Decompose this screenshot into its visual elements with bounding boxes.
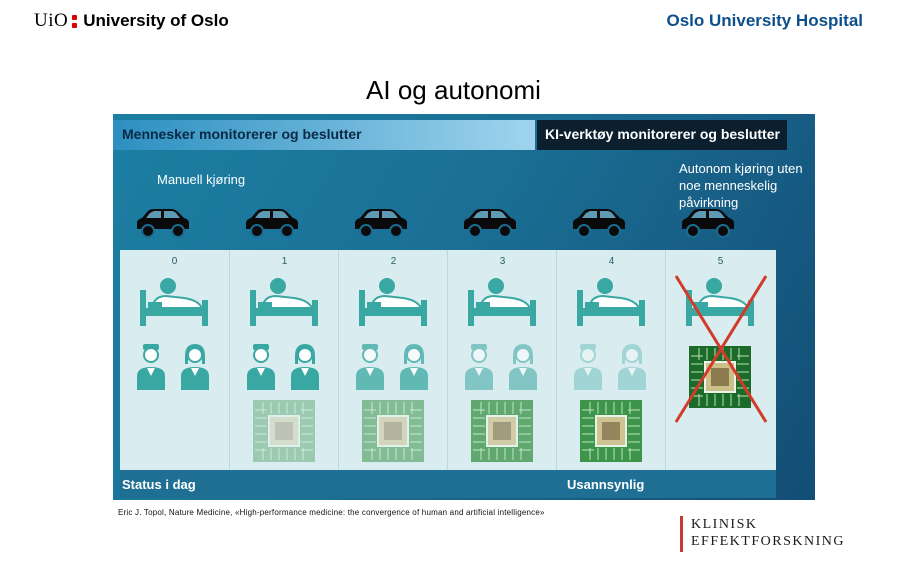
ai-banner: KI-verktøy monitorerer og beslutter xyxy=(537,120,787,150)
clinician-icon xyxy=(353,342,387,390)
level-column: 5 xyxy=(665,250,775,470)
ai-chip-icon xyxy=(580,400,642,462)
status-unlikely-label: Usannsynlig xyxy=(567,477,645,492)
ai-chip-icon xyxy=(689,346,751,408)
car-icon xyxy=(569,207,627,239)
logo-line-2: EFFEKTFORSKNING xyxy=(691,534,845,549)
clinician-icon xyxy=(134,342,168,390)
clinician-icon xyxy=(244,342,278,390)
clinician-icon xyxy=(462,342,496,390)
autonomy-figure: Mennesker monitorerer og beslutter KI-ve… xyxy=(113,114,815,500)
citation: Eric J. Topol, Nature Medicine, «High-pe… xyxy=(118,508,545,517)
patient-bed-icon xyxy=(466,276,538,328)
clinician-icon xyxy=(571,342,605,390)
nurse-icon xyxy=(397,342,431,390)
hospital-logo: Oslo University Hospital xyxy=(666,11,864,30)
patient-bed-icon xyxy=(575,276,647,328)
ai-banner-label: KI-verktøy monitorerer og beslutter xyxy=(545,126,780,142)
level-column: 2 xyxy=(338,250,448,470)
nurse-icon xyxy=(506,342,540,390)
level-number: 1 xyxy=(281,256,288,267)
level-number: 5 xyxy=(717,256,724,267)
car-icon xyxy=(460,207,518,239)
level-column: 1 xyxy=(229,250,339,470)
manual-driving-label: Manuell kjøring xyxy=(157,172,246,187)
level-number: 4 xyxy=(608,256,615,267)
logo-line-1: KLINISK xyxy=(691,517,758,532)
human-banner-label: Mennesker monitorerer og beslutter xyxy=(122,126,362,142)
car-icon xyxy=(678,207,736,239)
car-icon xyxy=(242,207,300,239)
level-number: 2 xyxy=(390,256,397,267)
status-bar: Status i dag Usannsynlig xyxy=(120,470,776,498)
ai-chip-icon xyxy=(253,400,315,462)
nurse-icon xyxy=(288,342,322,390)
uio-mark: UiO xyxy=(34,10,69,31)
level-number: 3 xyxy=(499,256,506,267)
level-column: 3 xyxy=(447,250,557,470)
level-column: 4 xyxy=(556,250,666,470)
levels-panel: 0 1 2 3 4 5 xyxy=(120,250,776,470)
car-icon xyxy=(133,207,191,239)
human-banner: Mennesker monitorerer og beslutter xyxy=(113,120,535,150)
ai-chip-icon xyxy=(471,400,533,462)
uio-logo: UiO University of Oslo xyxy=(34,10,229,32)
level-column: 0 xyxy=(120,250,229,470)
ai-chip-icon xyxy=(362,400,424,462)
patient-bed-icon xyxy=(248,276,320,328)
slide-title: AI og autonomi xyxy=(366,75,541,105)
nurse-icon xyxy=(178,342,212,390)
autonomous-driving-label: Autonom kjøring uten noe menneskelig påv… xyxy=(679,161,803,210)
car-icon xyxy=(351,207,409,239)
uio-name: University of Oslo xyxy=(83,11,229,30)
uio-colon-icon xyxy=(72,14,78,28)
nurse-icon xyxy=(615,342,649,390)
cross-icon xyxy=(674,275,768,423)
status-today-label: Status i dag xyxy=(122,477,196,492)
patient-bed-icon xyxy=(684,276,756,328)
patient-bed-icon xyxy=(138,276,210,328)
patient-bed-icon xyxy=(357,276,429,328)
level-number: 0 xyxy=(171,256,178,267)
klinisk-effektforskning-logo: KLINISK EFFEKTFORSKNING xyxy=(680,516,845,552)
